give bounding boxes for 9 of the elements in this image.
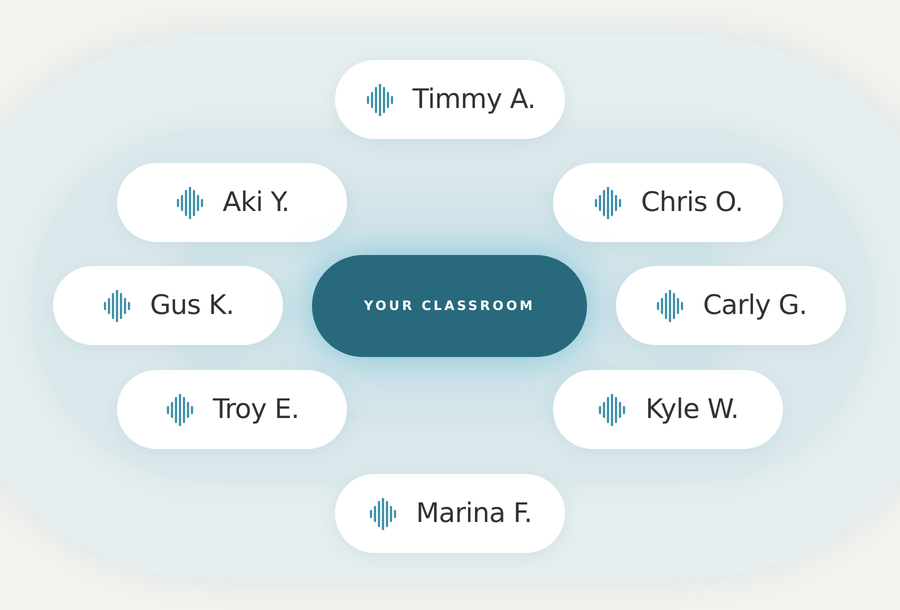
student-name: Chris O. bbox=[641, 187, 743, 218]
student-name: Marina F. bbox=[416, 498, 532, 529]
student-name: Troy E. bbox=[212, 394, 300, 425]
student-name: Gus K. bbox=[150, 290, 234, 321]
student-name: Aki Y. bbox=[222, 187, 290, 218]
student-name: Kyle W. bbox=[645, 394, 739, 425]
student-name: Timmy A. bbox=[412, 84, 536, 115]
classroom-label: YOUR CLASSROOM bbox=[364, 298, 536, 314]
student-name: Carly G. bbox=[702, 290, 808, 321]
